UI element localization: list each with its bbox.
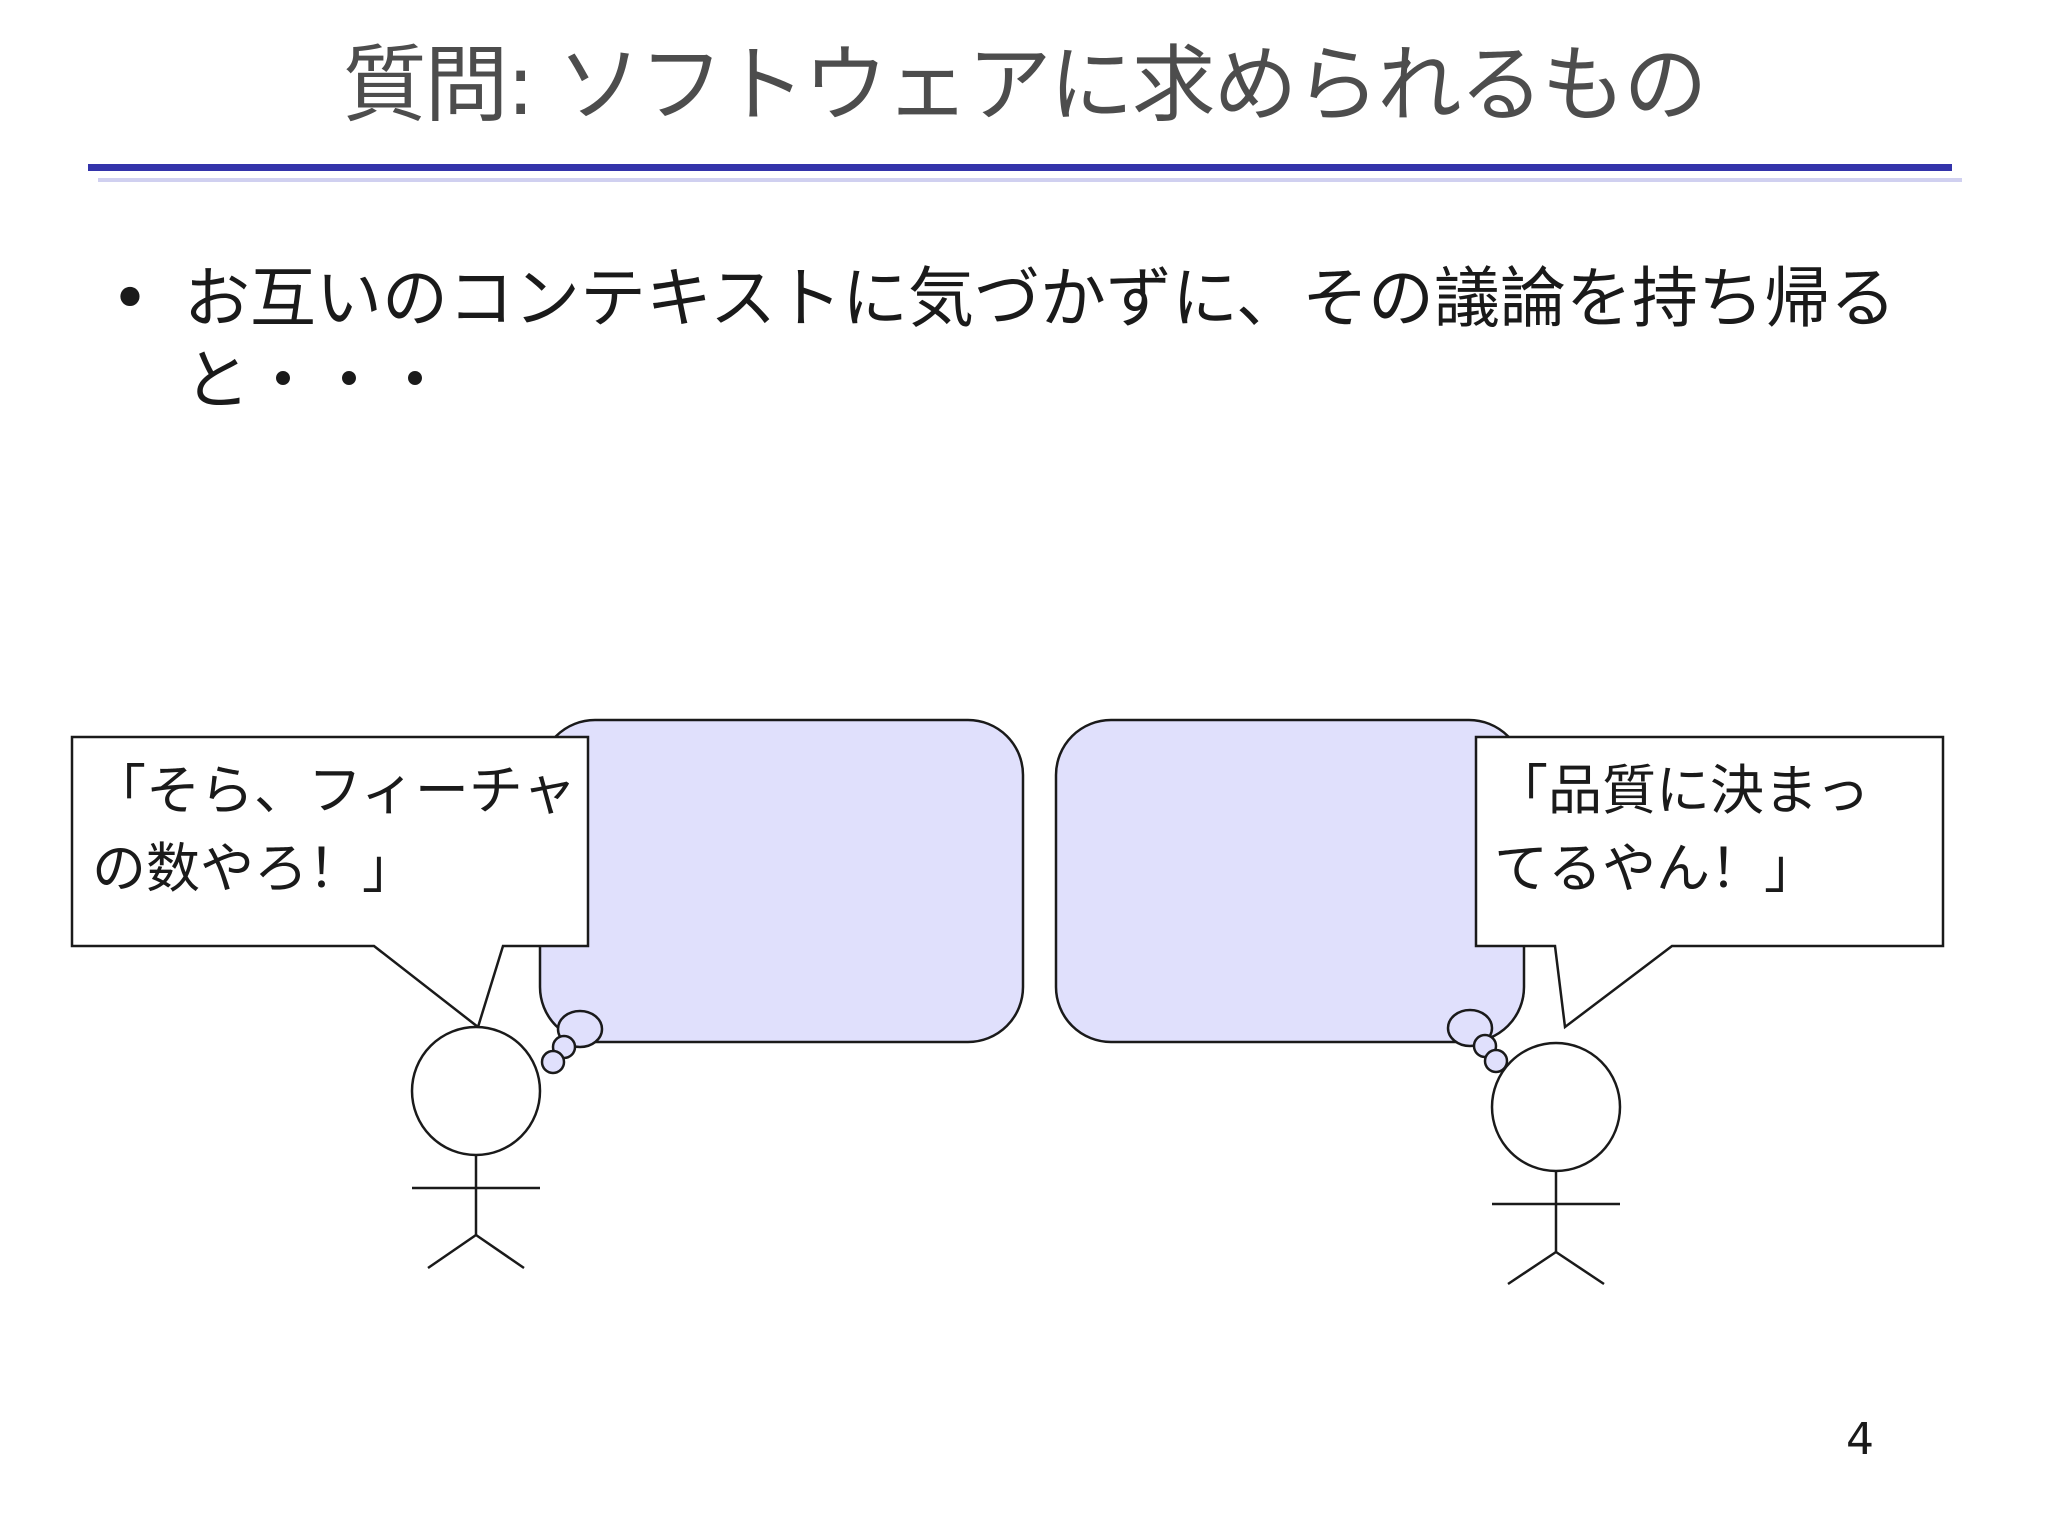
bullet-text: お互いのコンテキストに気づかずに、その議論を持ち帰ると・・・ [184, 260, 1897, 419]
right-callout-text: 「品質に決まっ てるやん！」 [1494, 759, 1870, 900]
page-number: 4 [1846, 1414, 1874, 1465]
right-thought-bubble [1054, 718, 1526, 1074]
left-speech-callout [70, 735, 590, 1030]
title-underline [88, 164, 1952, 171]
right-speech-callout [1474, 735, 1945, 1030]
stick-figure-icon [410, 1025, 542, 1270]
left-callout-text: 「そら、フィーチャ の数やろ！」 [92, 759, 577, 900]
stick-figure-icon [1490, 1041, 1622, 1286]
slide-title: 質問: ソフトウェアに求められるもの [342, 36, 1707, 134]
bullet-marker: • [110, 260, 150, 337]
left-thought-bubble [538, 718, 1025, 1075]
title-underline-shadow [98, 178, 1962, 182]
